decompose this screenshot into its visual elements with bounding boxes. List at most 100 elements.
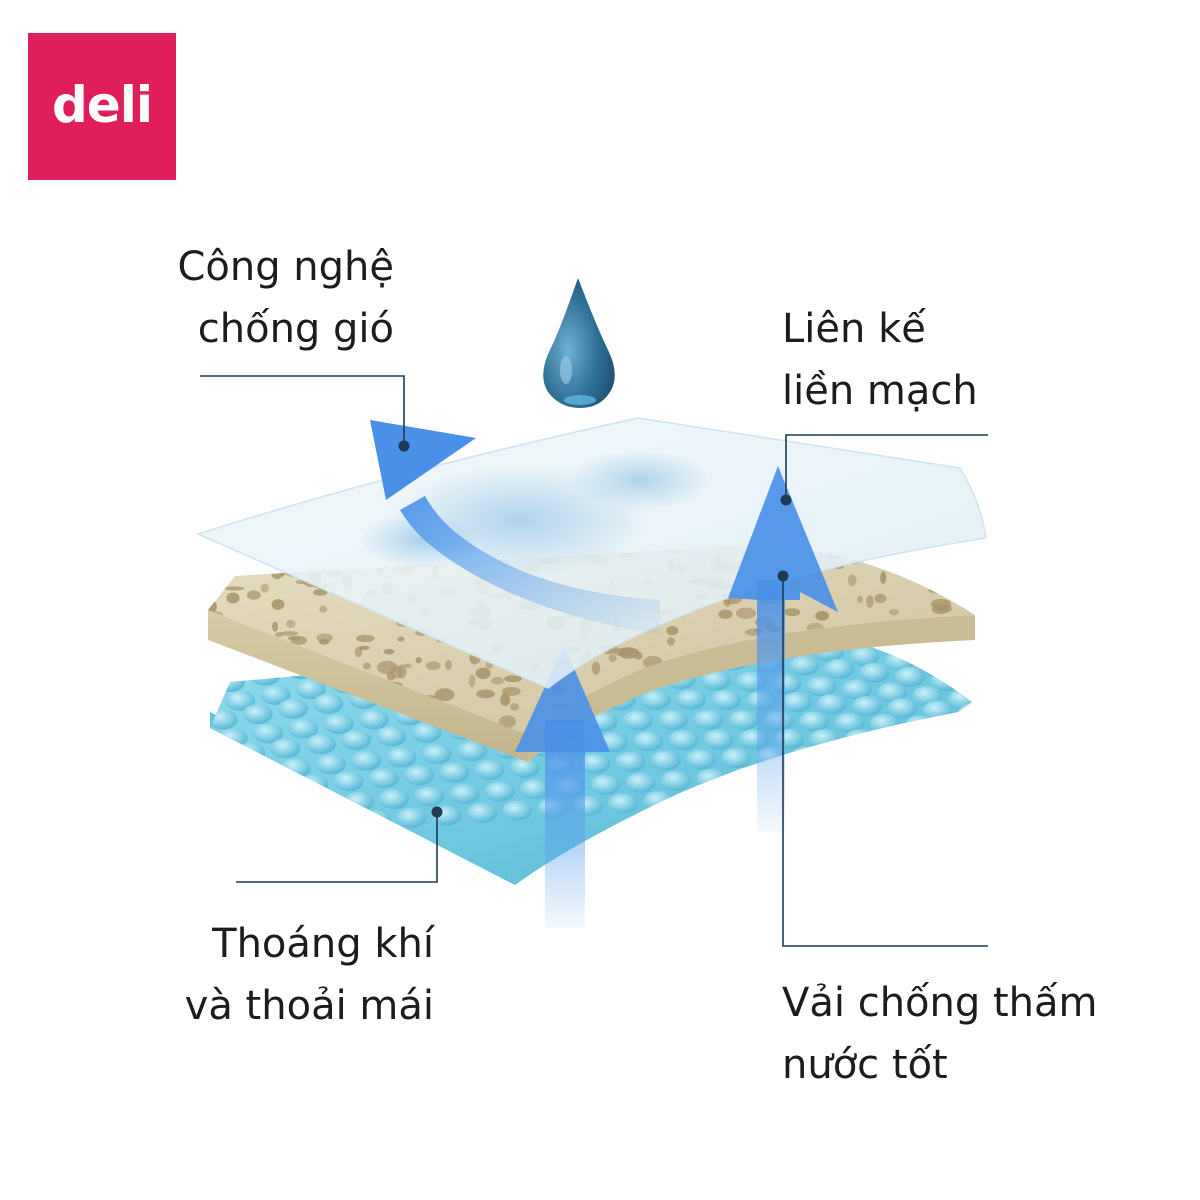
label-seamless-line1: Liên kế	[782, 306, 926, 352]
bubble	[799, 711, 830, 732]
bubble	[308, 794, 339, 815]
bubble	[824, 658, 855, 679]
bubble	[791, 746, 822, 767]
curved-arrow-icon	[370, 420, 660, 635]
pore	[906, 562, 924, 574]
bubble	[696, 768, 727, 789]
label-breathable-line2: và thoải mái	[184, 983, 434, 1029]
bubble	[713, 786, 744, 807]
bubble	[215, 672, 245, 692]
label-breathable-line1: Thoáng khí	[212, 921, 434, 967]
leader-wind	[200, 375, 405, 446]
pore	[290, 635, 308, 646]
bubble	[877, 682, 908, 703]
bubble	[700, 670, 731, 691]
leader-dot	[398, 440, 410, 452]
pore	[475, 667, 491, 680]
pore	[510, 703, 519, 711]
pore	[972, 583, 975, 593]
bubble	[252, 723, 283, 744]
bubble	[280, 757, 311, 778]
bubble	[210, 803, 233, 824]
pore	[666, 637, 675, 646]
bubble	[421, 744, 452, 765]
bubble	[411, 722, 442, 743]
pore	[354, 646, 363, 658]
pore	[735, 607, 757, 619]
bubble	[368, 768, 399, 789]
pore	[397, 636, 405, 642]
pore	[591, 661, 601, 675]
bubble	[897, 744, 928, 765]
pore	[504, 675, 522, 683]
leader-dot	[431, 806, 443, 818]
bubble	[396, 807, 427, 828]
bubble	[622, 710, 653, 731]
bubble	[942, 758, 972, 779]
bubble	[449, 783, 480, 804]
pore	[880, 571, 887, 584]
bubble	[590, 774, 621, 795]
bubble	[819, 779, 850, 800]
bubble	[298, 774, 329, 795]
bubble	[484, 781, 515, 802]
leader-dot	[780, 494, 792, 506]
bubble	[658, 709, 689, 730]
bubble	[806, 676, 837, 697]
label-windproof-line2: chống gió	[197, 306, 394, 352]
pore	[930, 560, 943, 565]
pore	[944, 558, 958, 572]
bubble	[615, 751, 646, 772]
pore	[815, 610, 830, 621]
bubble	[904, 715, 935, 736]
leader-dot	[777, 570, 789, 582]
bubble	[834, 712, 865, 733]
bubble	[227, 781, 258, 802]
arrow-up-icon	[515, 645, 610, 928]
bubble	[607, 793, 638, 814]
bubble	[288, 718, 319, 739]
bubble	[668, 730, 699, 751]
label-breathable: Thoáng khí và thoải mái	[150, 913, 434, 1037]
water-drop-icon	[543, 278, 615, 408]
bubble	[403, 765, 434, 786]
bubble	[932, 744, 963, 765]
logo-text: deli	[52, 75, 153, 134]
bubble	[789, 655, 820, 676]
pore	[618, 647, 640, 659]
bubble	[887, 698, 918, 719]
pore	[468, 674, 476, 688]
bubble	[378, 789, 409, 810]
pore	[356, 634, 375, 643]
pore	[929, 571, 940, 578]
leader-lines	[200, 375, 988, 947]
label-waterproof: Vải chống thấm nước tốt	[782, 972, 1098, 1096]
pore	[226, 592, 240, 604]
pore	[271, 621, 279, 632]
bubble	[210, 747, 230, 767]
bubble	[210, 765, 241, 786]
label-windproof-line1: Công nghệ	[177, 244, 394, 290]
bubble	[826, 745, 857, 766]
bubble	[859, 662, 890, 683]
bubble	[466, 802, 497, 823]
bubble	[837, 762, 868, 783]
bubble	[925, 772, 955, 792]
pore	[928, 587, 947, 594]
bubble	[940, 716, 970, 737]
bubble	[210, 822, 215, 842]
bubble	[809, 728, 840, 749]
leader-water	[782, 576, 988, 947]
bubble	[242, 704, 273, 725]
pore	[976, 545, 982, 551]
pore	[246, 590, 261, 600]
pore	[208, 600, 217, 613]
label-seamless: Liên kế liền mạch	[782, 298, 978, 422]
bubble	[693, 709, 724, 730]
pore	[318, 638, 330, 645]
bubble	[217, 728, 248, 749]
bubble	[250, 665, 281, 686]
brand-logo: deli	[28, 33, 176, 180]
bubble	[361, 810, 392, 831]
pore	[425, 661, 441, 671]
